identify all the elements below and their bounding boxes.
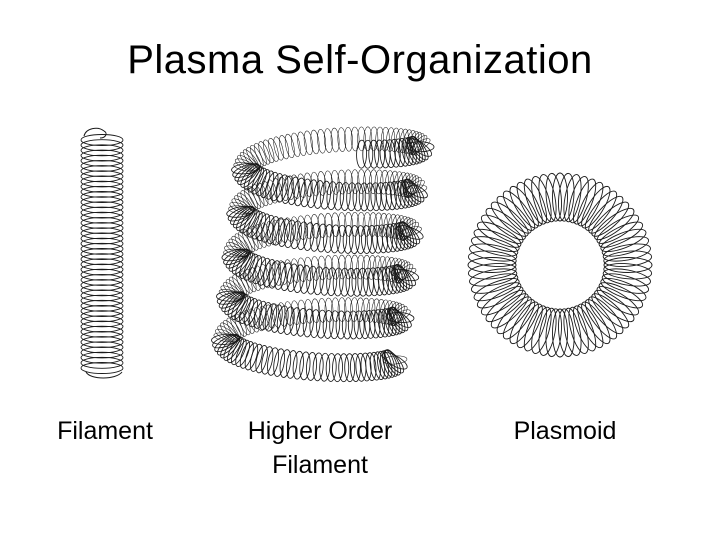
plasmoid-turn: [587, 197, 633, 240]
plasmoid-turn: [602, 266, 652, 290]
plasmoid-turn: [561, 173, 585, 223]
plasmoid-turn: [512, 301, 547, 351]
higher-order-turn: [303, 215, 314, 240]
higher-order-turn: [344, 255, 352, 279]
plasmoid-turn: [544, 173, 563, 222]
higher-order-turn: [356, 140, 367, 168]
plasmoid-turn: [561, 307, 585, 357]
caption-higher-order-line1: Higher Order: [215, 414, 425, 448]
plasmoid-turn: [573, 179, 608, 229]
higher-order-turn: [348, 311, 358, 339]
plasmoid-turn: [487, 197, 533, 240]
caption-filament: Filament: [25, 414, 185, 448]
plasmoid-turn: [544, 308, 563, 357]
higher-order-turn: [304, 257, 314, 282]
plasmoid-turn: [573, 301, 608, 351]
higher-order-turn: [303, 130, 314, 155]
higher-order-turn: [350, 353, 361, 381]
higher-order-turn: [357, 170, 365, 194]
higher-order-turn: [296, 131, 308, 156]
higher-order-turn: [317, 171, 327, 196]
higher-order-turn: [310, 172, 321, 197]
plasmoid-turn: [603, 262, 652, 281]
higher-order-turn: [345, 354, 355, 382]
plasmoid-turn: [596, 278, 646, 313]
higher-order-turn: [339, 354, 349, 382]
plasmoid-turn: [512, 179, 547, 229]
plasmoid-turn: [468, 266, 518, 290]
higher-order-turn: [283, 133, 296, 158]
higher-order-turn: [365, 183, 375, 211]
plasmoid-turn: [602, 241, 652, 265]
plasmoid-turn: [474, 278, 524, 313]
plasmoid-turn: [492, 292, 535, 338]
plasmoid-turn: [468, 262, 517, 281]
higher-order-turn: [356, 226, 366, 254]
plasmoid-turn: [584, 292, 627, 338]
higher-order-turn: [277, 135, 290, 160]
caption-plasmoid: Plasmoid: [485, 414, 645, 448]
higher-order-turn: [290, 132, 302, 157]
caption-higher-order-line2: Filament: [215, 448, 425, 482]
higher-order-turn: [310, 130, 321, 155]
filament-coil-illustration: [81, 128, 123, 378]
plasmoid-ring-illustration: [468, 173, 653, 358]
higher-order-turn: [369, 140, 379, 168]
higher-order-turn: [370, 183, 381, 211]
higher-order-turn: [338, 255, 347, 279]
higher-order-turn: [359, 183, 369, 211]
higher-order-turn: [354, 311, 365, 339]
higher-order-turn: [283, 301, 294, 326]
plasmoid-turn: [536, 307, 560, 357]
higher-order-turn: [297, 257, 308, 282]
plasmoid-turn: [536, 173, 560, 223]
plasmoid-turn: [587, 289, 633, 332]
higher-order-turn: [310, 214, 320, 239]
higher-order-turn: [351, 170, 359, 194]
plasmoid-turn: [557, 173, 576, 222]
higher-order-filament-illustration: [211, 127, 434, 382]
higher-order-turn: [332, 354, 342, 382]
higher-order-turn: [342, 311, 352, 339]
higher-order-turn: [336, 311, 347, 339]
higher-order-turn: [357, 127, 365, 151]
higher-order-turn: [363, 140, 373, 168]
plasmoid-turn: [487, 289, 533, 332]
higher-order-turn: [361, 225, 372, 253]
plasmoid-turn: [492, 192, 535, 238]
higher-order-turn: [349, 226, 359, 254]
caption-higher-order-filament: Higher Order Filament: [215, 414, 425, 482]
plasmoid-turn: [474, 217, 524, 252]
higher-order-turn: [351, 127, 360, 151]
plasmoid-turn: [557, 308, 576, 357]
higher-order-turn: [351, 212, 359, 236]
higher-order-turn: [344, 212, 353, 236]
plasmoid-turn: [596, 217, 646, 252]
plasmoid-turn: [584, 192, 627, 238]
plasmoid-turn: [468, 249, 517, 268]
higher-order-turn: [211, 333, 240, 345]
plasmoid-turn: [468, 241, 518, 265]
plasmoid-turn: [603, 249, 652, 268]
higher-order-turn: [316, 129, 326, 154]
